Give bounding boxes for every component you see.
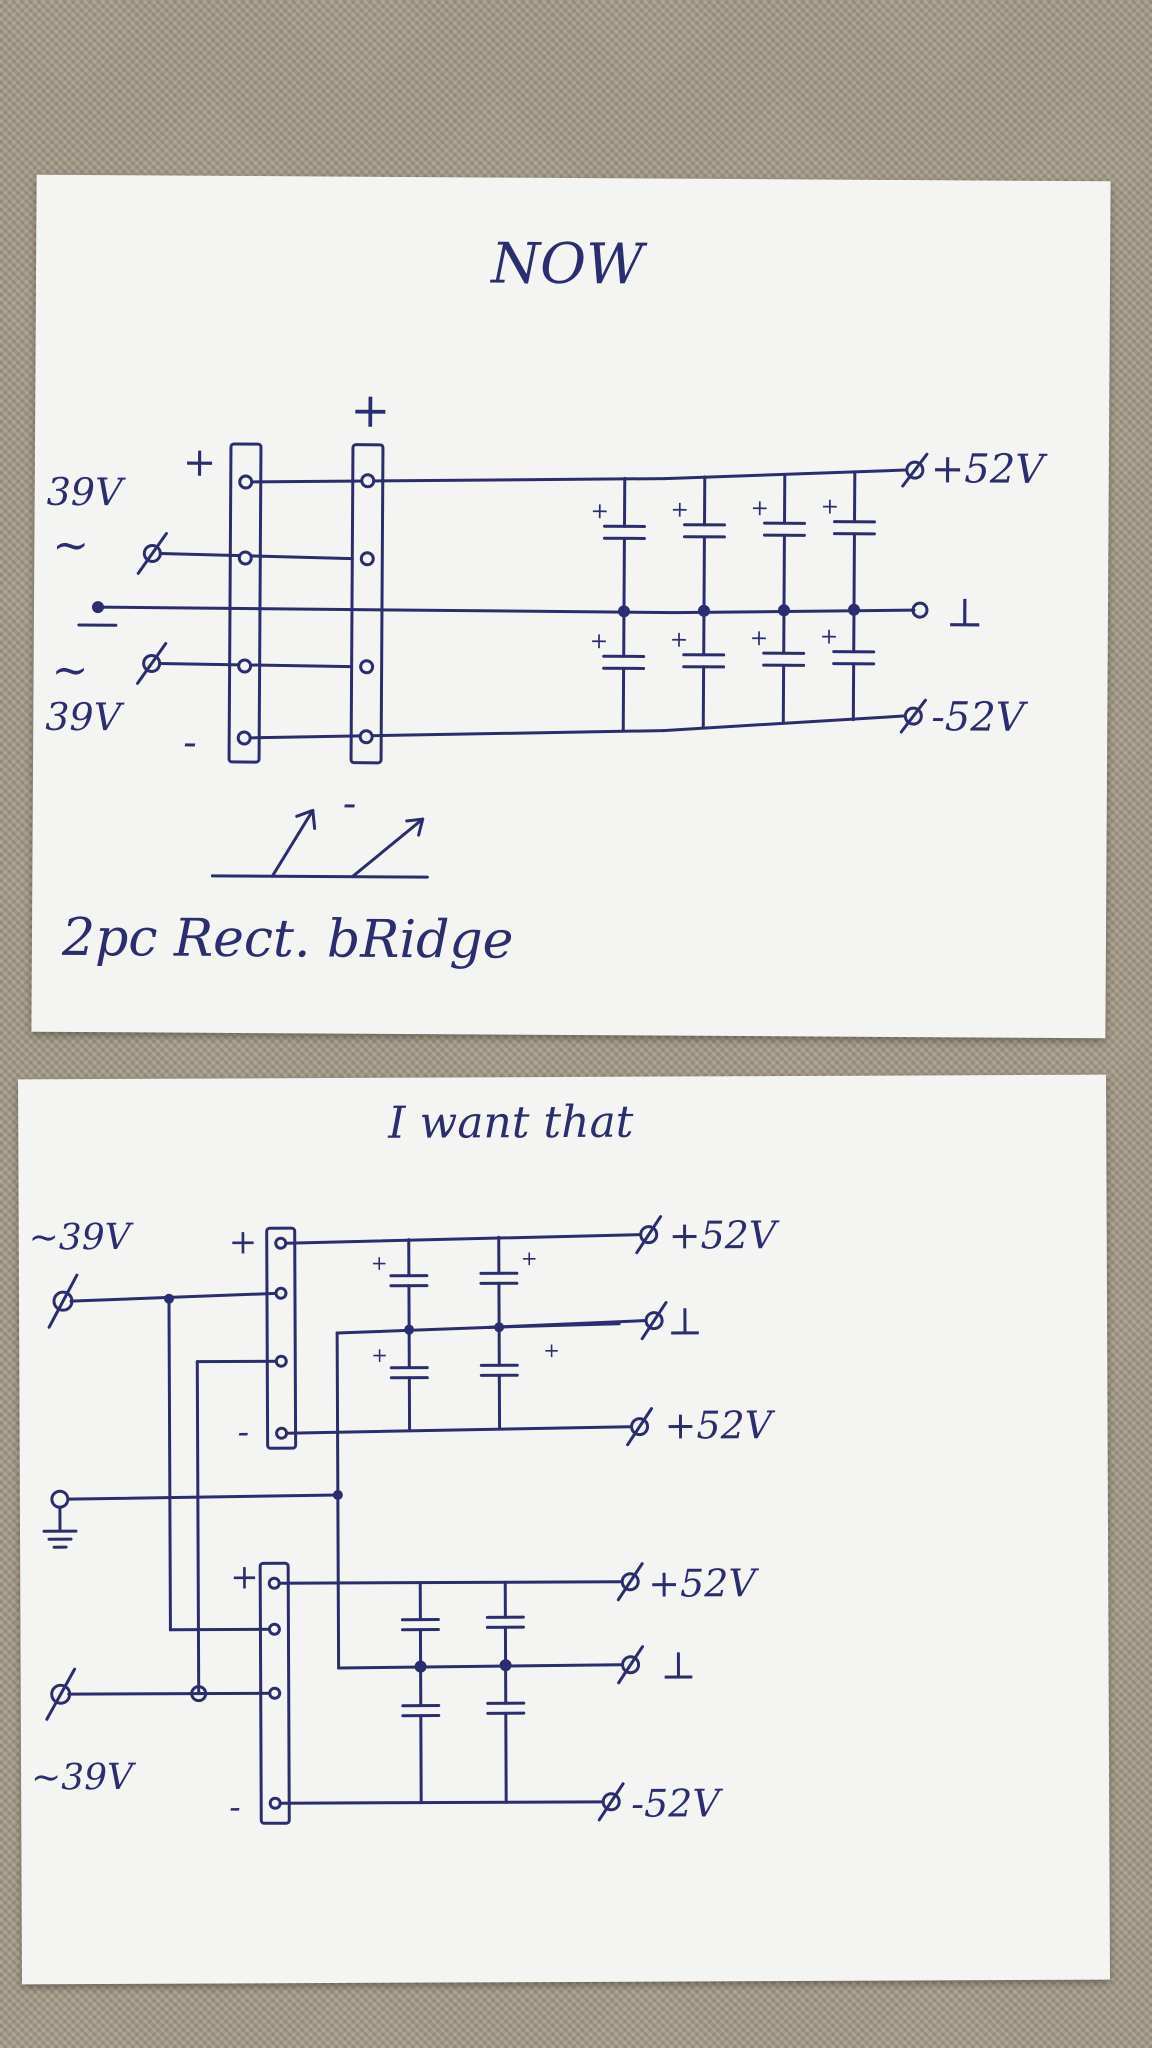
lower-capacitor-bank bbox=[400, 1580, 526, 1805]
capacitor-bank bbox=[602, 472, 877, 732]
upper-cap4-plus: + bbox=[543, 1338, 560, 1362]
caption-arrows bbox=[210, 808, 429, 879]
upper-cap2-plus: + bbox=[521, 1246, 538, 1270]
upper-out-1-label: +52V bbox=[669, 1213, 780, 1257]
upper-output-terminals bbox=[626, 1215, 668, 1447]
wires bbox=[66, 1291, 623, 1703]
bridge1-plus-sign: + bbox=[183, 440, 217, 486]
top-sheet: NOW 39V ~ ~ 39V + - + - bbox=[31, 174, 1111, 1039]
bridge1-minus-sign: - bbox=[183, 720, 197, 766]
ac-symbol-upper: ~ bbox=[52, 520, 89, 571]
lower-bridge-rectifier bbox=[258, 1561, 291, 1825]
ac-symbol-lower: ~ bbox=[51, 645, 88, 696]
bridge-rectifier-2 bbox=[349, 443, 385, 765]
title-now: NOW bbox=[489, 231, 648, 297]
lower-out-3-label: -52V bbox=[631, 1781, 723, 1825]
caption-text: 2pc Rect. bRidge bbox=[61, 908, 514, 971]
upper-out-3-label: +52V bbox=[664, 1403, 775, 1447]
upper-cap1-plus: + bbox=[371, 1251, 388, 1275]
input-lower-label: ~39V bbox=[31, 1757, 137, 1798]
lower-out-2-label: ⊥ bbox=[660, 1643, 696, 1687]
bridge-rectifier-1 bbox=[227, 442, 263, 764]
upper-capacitor-bank bbox=[389, 1235, 519, 1432]
upper-bridge-plus: + bbox=[229, 1222, 258, 1262]
output-ground-label: ⊥ bbox=[946, 590, 984, 636]
input-upper-label: 39V bbox=[47, 470, 127, 514]
wires bbox=[96, 468, 916, 740]
upper-cap3-plus: + bbox=[371, 1343, 388, 1367]
upper-output-wires bbox=[284, 1233, 646, 1435]
cap4-plus: + bbox=[821, 495, 840, 520]
cap6-plus: + bbox=[670, 628, 689, 653]
upper-bridge-rectifier bbox=[265, 1226, 298, 1450]
output-terminals bbox=[899, 452, 929, 734]
cap3-plus: + bbox=[751, 496, 770, 521]
input-lower-label: 39V bbox=[45, 695, 125, 739]
lower-bridge-plus: + bbox=[230, 1557, 259, 1597]
cap5-plus: + bbox=[590, 629, 609, 654]
output-negative-label: -52V bbox=[931, 694, 1029, 741]
ground-terminal bbox=[77, 601, 118, 627]
input-upper-label: ~39V bbox=[29, 1217, 135, 1258]
cap2-plus: + bbox=[671, 498, 690, 523]
lower-out-1-label: +52V bbox=[648, 1561, 759, 1605]
lower-output-terminals bbox=[597, 1562, 645, 1822]
now-schematic: NOW 39V ~ ~ 39V + - + - bbox=[45, 231, 1049, 971]
bridge2-minus-sign: - bbox=[343, 781, 357, 827]
cap1-plus: + bbox=[591, 499, 610, 524]
lower-bridge-minus: - bbox=[229, 1787, 241, 1827]
cap8-plus: + bbox=[820, 625, 839, 650]
output-positive-label: +52V bbox=[931, 446, 1049, 493]
bottom-sheet: I want that ~39V ~39V bbox=[18, 1074, 1110, 1985]
title-want: I want that bbox=[387, 1097, 634, 1149]
cap7-plus: + bbox=[750, 626, 769, 651]
bridge2-plus-sign: + bbox=[350, 383, 391, 439]
lower-output-wires bbox=[277, 1580, 622, 1805]
upper-out-2-label: ⊥ bbox=[667, 1299, 703, 1343]
upper-bridge-minus: - bbox=[237, 1412, 249, 1452]
wanted-schematic: I want that ~39V ~39V bbox=[29, 1097, 780, 1828]
